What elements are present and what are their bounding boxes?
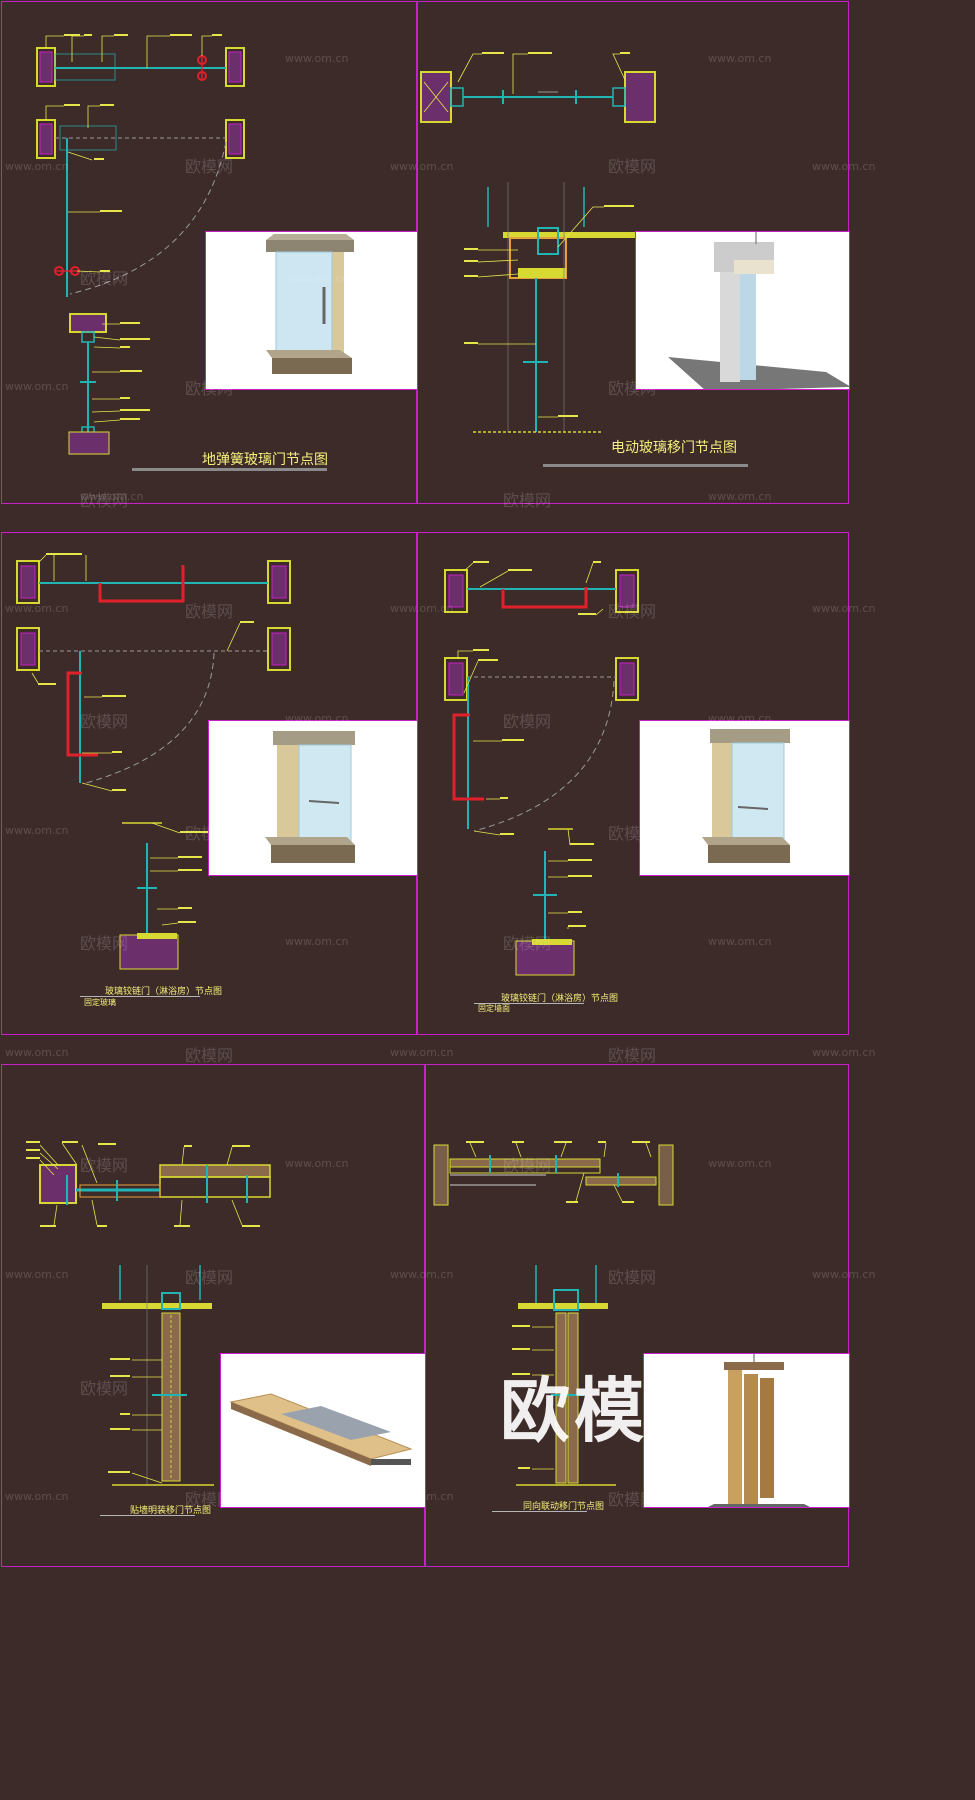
panel-linked-sliding: 欧模 同向联动移门节点图 (425, 1064, 850, 1567)
panel-wall-sliding: 贴墙明装移门节点图 (1, 1064, 426, 1567)
panel-hinged-shower-fixed: 玻璃铰链门（淋浴房）节点图 固定玻璃 (1, 532, 418, 1035)
wall-sliding-drawing (26, 1141, 271, 1486)
wall-sliding-render (220, 1353, 426, 1508)
handle-plan (98, 565, 185, 603)
caption-underline (100, 1515, 195, 1516)
big-watermark: 欧模 (500, 1370, 648, 1452)
panel-electric-sliding: 电动玻璃移门节点图 (417, 1, 850, 504)
panel-title-wall-sliding: 贴墙明装移门节点图 (130, 1506, 212, 1516)
watermark-url: www.om.cn (5, 1046, 69, 1059)
floor-spring-drawing (36, 34, 245, 455)
hinged-shower-fixed-drawing (16, 553, 291, 970)
watermark-url: www.om.cn (812, 1046, 876, 1059)
door-swing-arc (69, 141, 227, 295)
panel-floor-spring: 地弹簧玻璃门节点图 (1, 1, 418, 504)
hinged-shower-wall-drawing (444, 561, 639, 976)
panel-title-linked-sliding: 同向联动移门节点图 (523, 1502, 605, 1512)
panel-title-hinged-shower-fixed: 玻璃铰链门（淋浴房）节点图 (105, 987, 223, 997)
panel-title-hinged-shower-wall: 玻璃铰链门（淋浴房）节点图 (501, 994, 619, 1004)
electric-sliding-drawing (420, 52, 656, 433)
caption-underline (492, 1511, 587, 1512)
title-underline (543, 464, 748, 467)
watermark-brand: 欧模网 (608, 1046, 657, 1065)
panel-title-floor-spring: 地弹簧玻璃门节点图 (202, 452, 328, 468)
floor-spring-render (205, 231, 418, 390)
hinged-shower-wall-render (639, 720, 850, 876)
caption-underline (474, 1003, 584, 1004)
hinged-shower-fixed-render (208, 720, 418, 876)
wall-section-right (225, 47, 245, 87)
watermark-brand: 欧模网 (185, 1046, 234, 1065)
door-swing-arc (85, 652, 215, 784)
panel-subtitle-fixed-glass: 固定玻璃 (84, 998, 116, 1007)
door-swing-arc (473, 680, 615, 832)
wall-section-right (624, 71, 656, 123)
panel-subtitle-fixed-wall: 固定墙面 (478, 1004, 510, 1013)
panel-title-electric-sliding: 电动玻璃移门节点图 (611, 440, 737, 456)
watermark-url: www.om.cn (390, 1046, 454, 1059)
linked-sliding-render (643, 1353, 850, 1508)
panel-hinged-shower-wall: 玻璃铰链门（淋浴房）节点图 固定墙面 (417, 532, 850, 1035)
title-underline (132, 468, 327, 471)
linked-sliding-drawing (433, 1141, 674, 1486)
ceiling-section (69, 313, 107, 333)
floor-section (68, 431, 110, 455)
caption-underline (80, 996, 200, 997)
electric-sliding-render (635, 231, 850, 390)
wall-section-left (36, 47, 56, 87)
